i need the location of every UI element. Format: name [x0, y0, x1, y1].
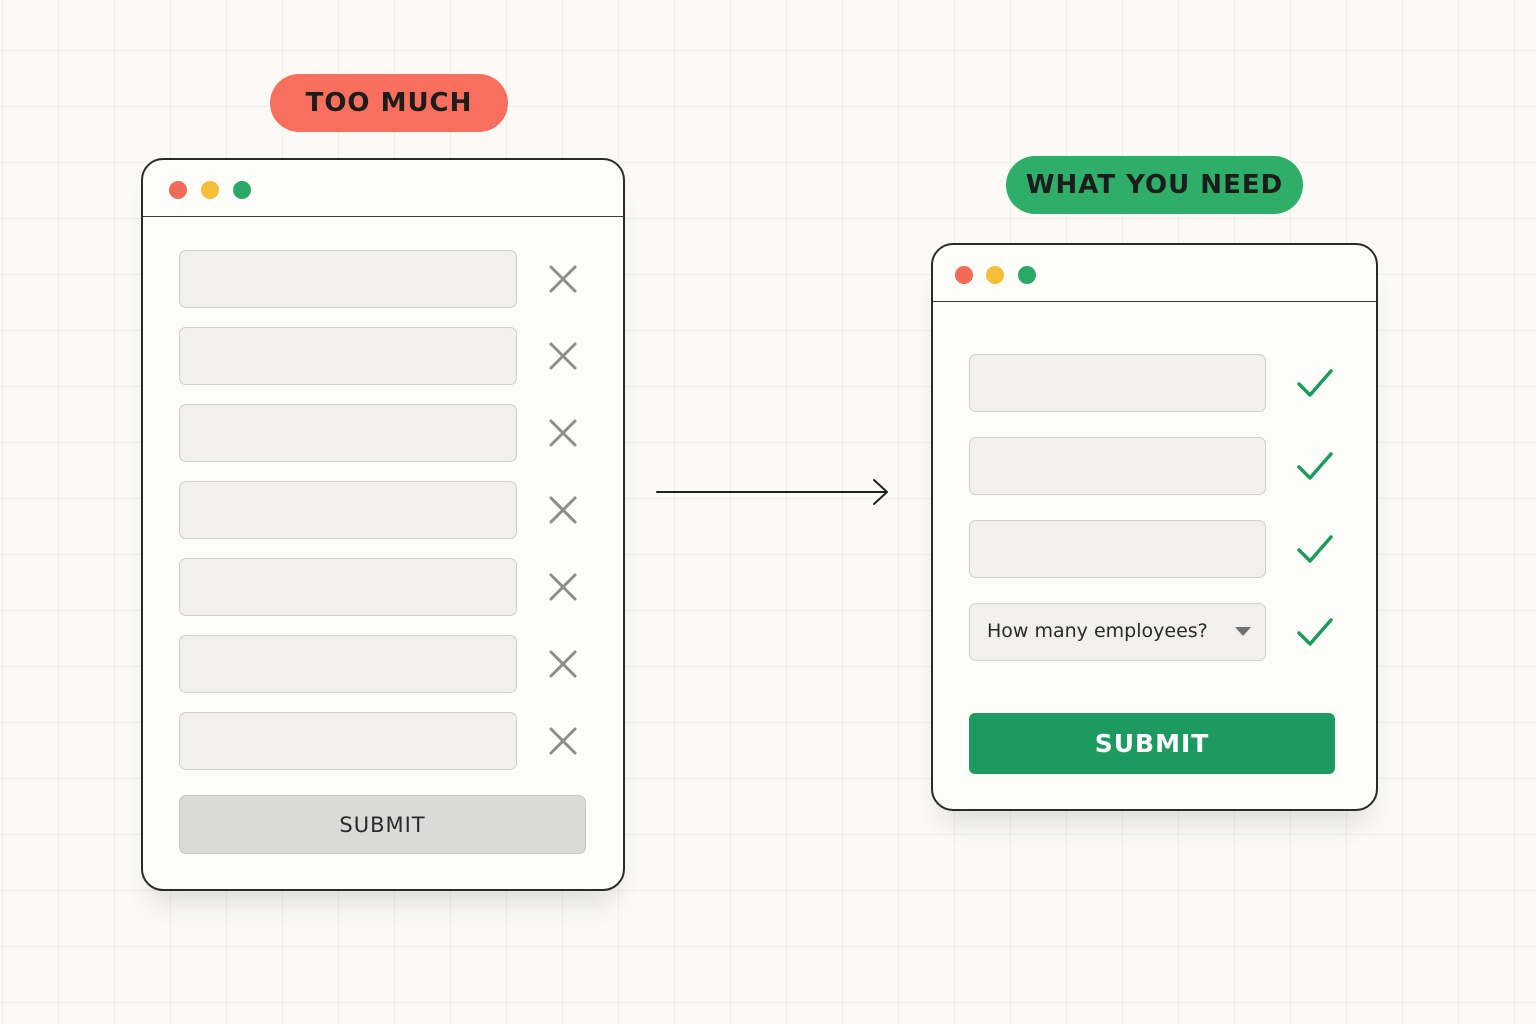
too-much-label-text: TOO MUCH	[305, 88, 473, 118]
what-you-need-label-text: WHAT YOU NEED	[1025, 170, 1284, 200]
x-icon	[549, 496, 577, 524]
too-much-label: TOO MUCH	[270, 74, 508, 132]
maximize-dot[interactable]	[1018, 266, 1036, 284]
x-icon	[549, 650, 577, 678]
x-icon	[549, 727, 577, 755]
form-field[interactable]	[179, 712, 517, 770]
form-field[interactable]	[969, 520, 1266, 578]
x-icon	[549, 419, 577, 447]
close-dot[interactable]	[955, 266, 973, 284]
what-you-need-form-window: How many employees? SUBMIT	[931, 243, 1378, 811]
close-dot[interactable]	[169, 181, 187, 199]
maximize-dot[interactable]	[233, 181, 251, 199]
check-icon	[1297, 618, 1333, 646]
minimize-dot[interactable]	[986, 266, 1004, 284]
check-icon	[1297, 452, 1333, 480]
form-field[interactable]	[969, 437, 1266, 495]
x-icon	[549, 265, 577, 293]
form-field[interactable]	[179, 327, 517, 385]
form-field[interactable]	[179, 404, 517, 462]
check-icon	[1297, 369, 1333, 397]
select-value: How many employees?	[987, 620, 1208, 642]
form-field[interactable]	[179, 558, 517, 616]
x-icon	[549, 573, 577, 601]
window-titlebar	[933, 245, 1376, 302]
too-much-form-window: SUBMIT	[141, 158, 625, 891]
form-field[interactable]	[179, 635, 517, 693]
x-icon	[549, 342, 577, 370]
form-field[interactable]	[179, 250, 517, 308]
arrow-right-icon	[656, 479, 888, 505]
employees-select[interactable]: How many employees?	[969, 603, 1266, 661]
window-titlebar	[143, 160, 623, 217]
minimize-dot[interactable]	[201, 181, 219, 199]
what-you-need-label: WHAT YOU NEED	[1006, 156, 1303, 214]
form-field[interactable]	[969, 354, 1266, 412]
form-field[interactable]	[179, 481, 517, 539]
submit-button-gray[interactable]: SUBMIT	[179, 795, 586, 854]
chevron-down-icon	[1235, 627, 1251, 636]
submit-button-green[interactable]: SUBMIT	[969, 713, 1335, 774]
submit-button-label: SUBMIT	[339, 812, 426, 837]
submit-button-label: SUBMIT	[1094, 729, 1210, 758]
check-icon	[1297, 535, 1333, 563]
